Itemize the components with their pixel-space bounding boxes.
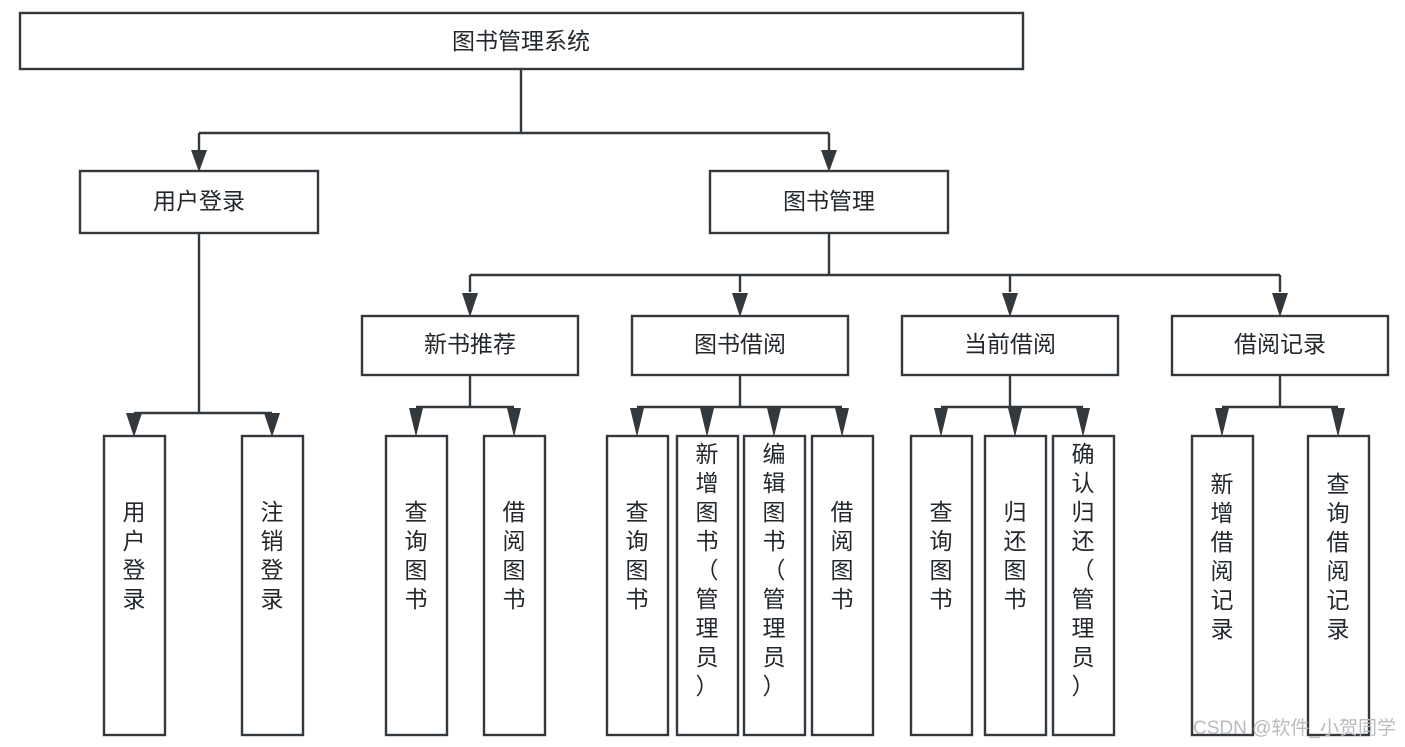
arrow-head-user-login	[191, 150, 207, 172]
arrow-head-leaf-add-borrow-record	[1215, 408, 1229, 437]
node-root[interactable]: 图书管理系统	[18, 11, 1025, 71]
node-leaf-confirm-return-label: 确认归还（管理员）	[1072, 441, 1095, 699]
arrow-head-leaf-confirm-return	[1076, 408, 1090, 437]
node-user-login[interactable]: 用户登录	[78, 169, 320, 235]
node-leaf-add-borrow-record-label: 新增借阅记录	[1211, 471, 1234, 642]
node-book-management[interactable]: 图书管理	[708, 169, 950, 235]
node-leaf-return-book-box[interactable]	[983, 434, 1048, 737]
node-leaf-borrow-book-1-box[interactable]	[482, 434, 547, 737]
node-leaf-query-borrow-record-label: 查询借阅记录	[1327, 471, 1350, 642]
node-leaf-query-book-1-label: 查询图书	[405, 499, 428, 612]
node-root-label: 图书管理系统	[452, 28, 590, 54]
arrow-head-leaf-add-book	[700, 408, 714, 437]
node-book-management-box[interactable]	[708, 169, 950, 235]
node-leaf-user-logout-box[interactable]	[240, 434, 305, 737]
arrow-head-borrow-record	[1272, 293, 1288, 317]
node-leaf-return-book-label: 归还图书	[1004, 499, 1027, 612]
csdn-watermark: CSDN @软件_小贺同学	[1193, 717, 1396, 739]
node-leaf-borrow-book-1[interactable]: 借阅图书	[482, 434, 547, 737]
node-book-borrow[interactable]: 图书借阅	[630, 314, 850, 377]
node-leaf-borrow-book-2[interactable]: 借阅图书	[810, 434, 875, 737]
connector-layer	[126, 69, 1345, 437]
arrow-head-current-borrow	[1002, 293, 1018, 317]
node-book-management-label: 图书管理	[783, 188, 875, 214]
arrow-head-leaf-query-book-1	[409, 408, 423, 437]
node-leaf-query-book-2-label: 查询图书	[626, 499, 649, 612]
arrow-head-leaf-query-borrow-record	[1331, 408, 1345, 437]
arrow-head-leaf-borrow-book-2	[835, 408, 849, 437]
node-new-book-recommend[interactable]: 新书推荐	[360, 314, 580, 377]
node-leaf-add-borrow-record[interactable]: 新增借阅记录	[1190, 434, 1255, 737]
node-user-login-label: 用户登录	[153, 188, 245, 214]
arrow-head-leaf-user-login	[126, 413, 142, 437]
node-leaf-confirm-return[interactable]: 确认归还（管理员）	[1051, 434, 1116, 737]
node-new-book-recommend-label: 新书推荐	[424, 331, 516, 357]
node-book-borrow-box[interactable]	[630, 314, 850, 377]
node-book-borrow-label: 图书借阅	[694, 331, 786, 357]
node-leaf-query-book-3[interactable]: 查询图书	[909, 434, 974, 737]
node-current-borrow[interactable]: 当前借阅	[900, 314, 1120, 377]
node-borrow-record-box[interactable]	[1170, 314, 1390, 377]
node-leaf-edit-book-label: 编辑图书（管理员）	[763, 441, 786, 699]
node-leaf-query-borrow-record-box[interactable]	[1306, 434, 1371, 737]
node-leaf-confirm-return-box[interactable]	[1051, 434, 1116, 737]
node-leaf-user-login-box[interactable]	[102, 434, 167, 737]
node-leaf-edit-book[interactable]: 编辑图书（管理员）	[742, 434, 807, 737]
arrow-head-leaf-borrow-book-1	[507, 408, 521, 437]
node-root-box[interactable]	[18, 11, 1025, 71]
node-leaf-add-book-label: 新增图书（管理员）	[696, 441, 719, 699]
arrow-head-new-book-recommend	[462, 293, 478, 317]
node-leaf-query-book-2-box[interactable]	[605, 434, 670, 737]
node-leaf-query-book-3-box[interactable]	[909, 434, 974, 737]
arrow-head-book-management	[821, 150, 837, 172]
node-leaf-user-logout[interactable]: 注销登录	[240, 434, 305, 737]
node-current-borrow-box[interactable]	[900, 314, 1120, 377]
node-leaf-query-book-2[interactable]: 查询图书	[605, 434, 670, 737]
node-leaf-user-login[interactable]: 用户登录	[102, 434, 167, 737]
arrow-head-leaf-user-logout	[264, 413, 280, 437]
node-leaf-add-book[interactable]: 新增图书（管理员）	[675, 434, 740, 737]
node-leaf-borrow-book-1-label: 借阅图书	[503, 499, 526, 612]
node-leaf-edit-book-box[interactable]	[742, 434, 807, 737]
node-user-login-box[interactable]	[78, 169, 320, 235]
node-leaf-borrow-book-2-box[interactable]	[810, 434, 875, 737]
node-leaf-add-book-box[interactable]	[675, 434, 740, 737]
node-current-borrow-label: 当前借阅	[964, 331, 1056, 357]
node-leaf-return-book[interactable]: 归还图书	[983, 434, 1048, 737]
arrow-head-leaf-edit-book	[767, 408, 781, 437]
node-borrow-record[interactable]: 借阅记录	[1170, 314, 1390, 377]
node-leaf-query-book-1-box[interactable]	[384, 434, 449, 737]
arrow-head-leaf-query-book-3	[934, 408, 948, 437]
arrow-head-leaf-query-book-2	[630, 408, 644, 437]
node-leaf-query-book-3-label: 查询图书	[930, 499, 953, 612]
node-leaf-query-borrow-record[interactable]: 查询借阅记录	[1306, 434, 1371, 737]
node-leaf-query-book-1[interactable]: 查询图书	[384, 434, 449, 737]
node-leaf-borrow-book-2-label: 借阅图书	[831, 499, 854, 612]
node-new-book-recommend-box[interactable]	[360, 314, 580, 377]
node-leaf-add-borrow-record-box[interactable]	[1190, 434, 1255, 737]
node-leaf-user-logout-label: 注销登录	[261, 499, 284, 612]
node-borrow-record-label: 借阅记录	[1234, 331, 1326, 357]
node-leaf-user-login-label: 用户登录	[123, 499, 146, 612]
arrow-head-leaf-return-book	[1008, 408, 1022, 437]
arrow-head-book-borrow	[732, 293, 748, 317]
